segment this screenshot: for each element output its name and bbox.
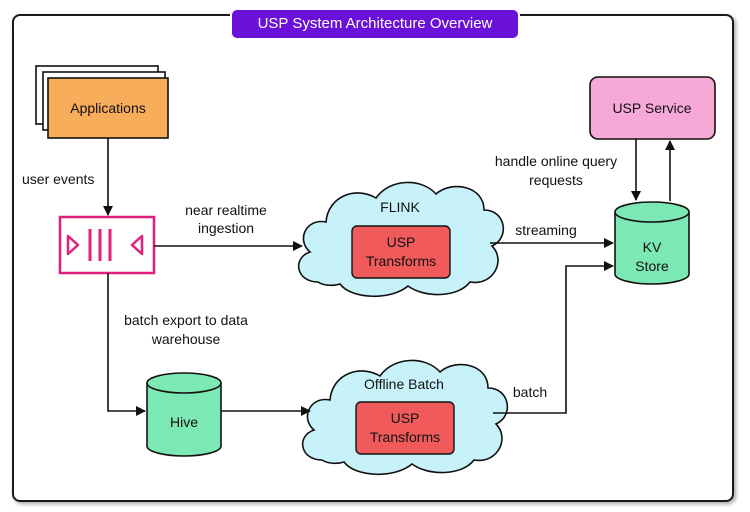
usp-service-label: USP Service <box>612 100 691 116</box>
flink-transforms-line1: USP <box>387 234 416 250</box>
label-batch: batch <box>513 384 547 400</box>
label-user-events: user events <box>22 171 94 187</box>
offline-batch-cloud: Offline Batch USP Transforms <box>301 359 509 476</box>
label-near-realtime-1: near realtime <box>185 202 267 218</box>
flink-cloud: FLINK USP Transforms <box>297 181 505 298</box>
kv-store-node: KV Store <box>614 201 690 285</box>
flink-label: FLINK <box>380 199 420 215</box>
label-batch-export-1: batch export to data <box>124 312 248 328</box>
edge-queue-to-hive <box>107 273 146 416</box>
offline-batch-label: Offline Batch <box>364 376 444 392</box>
kv-store-line1: KV <box>643 239 662 255</box>
label-handle-query-2: requests <box>529 172 583 188</box>
hive-node: Hive <box>146 372 222 457</box>
diagram-title: USP System Architecture Overview <box>232 10 518 38</box>
applications-node: Applications <box>35 65 169 139</box>
label-near-realtime-2: ingestion <box>198 220 254 236</box>
flink-transforms-line2: Transforms <box>366 253 436 269</box>
kv-store-line2: Store <box>635 258 669 274</box>
edge-batch-to-kv <box>493 261 614 414</box>
batch-transforms-box: USP Transforms <box>355 401 455 455</box>
hive-label: Hive <box>170 414 198 430</box>
label-handle-query-1: handle online query <box>495 153 617 169</box>
label-streaming: streaming <box>515 222 576 238</box>
label-batch-export-2: warehouse <box>151 331 221 347</box>
batch-transforms-line2: Transforms <box>370 429 440 445</box>
flink-transforms-box: USP Transforms <box>351 225 451 279</box>
batch-transforms-line1: USP <box>391 410 420 426</box>
message-queue-icon <box>58 215 156 275</box>
applications-label: Applications <box>70 100 146 116</box>
usp-service-node: USP Service <box>589 76 716 140</box>
